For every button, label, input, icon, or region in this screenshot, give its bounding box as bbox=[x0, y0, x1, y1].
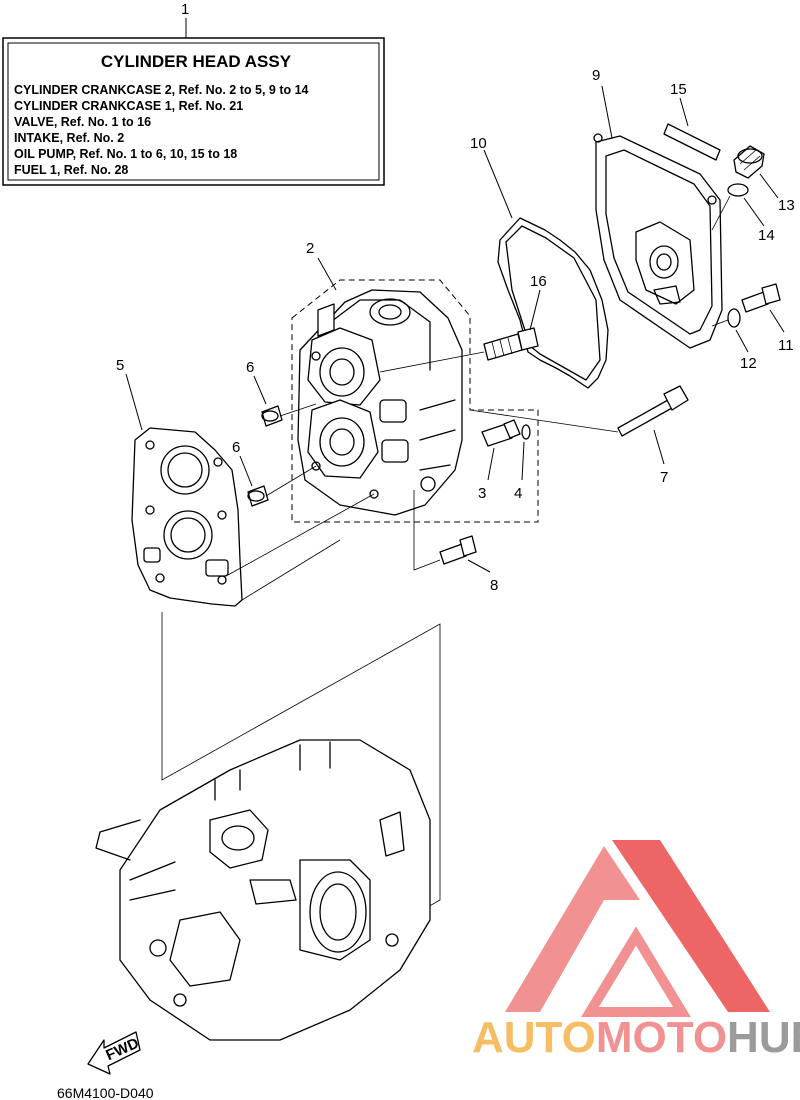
callout-16: 16 bbox=[530, 273, 547, 290]
cylinder-head-gasket bbox=[131, 427, 243, 607]
o-ring bbox=[727, 183, 749, 197]
logo-mark-right bbox=[612, 840, 770, 1012]
cover-gasket bbox=[497, 217, 609, 389]
cylinder-head bbox=[297, 289, 463, 516]
info-box-line: OIL PUMP, Ref. No. 1 to 6, 10, 15 to 18 bbox=[14, 147, 237, 161]
info-box-line: VALVE, Ref. No. 1 to 16 bbox=[14, 115, 151, 129]
label-plate bbox=[663, 123, 721, 161]
watermark-hub: HUB bbox=[727, 1013, 800, 1062]
callout-6-upper: 6 bbox=[246, 359, 254, 376]
callout-15: 15 bbox=[670, 81, 687, 98]
info-box-line: FUEL 1, Ref. No. 28 bbox=[14, 163, 128, 177]
cylinder-crankcase bbox=[95, 739, 431, 1041]
callout-9: 9 bbox=[592, 67, 600, 84]
callout-3: 3 bbox=[478, 485, 486, 502]
callout-11: 11 bbox=[778, 337, 794, 354]
info-box-line: CYLINDER CRANKCASE 2, Ref. No. 2 to 5, 9… bbox=[14, 83, 309, 97]
watermark-logo: AUTOMOTOHUB bbox=[472, 840, 800, 1062]
callout-5: 5 bbox=[116, 357, 124, 374]
callout-6-lower: 6 bbox=[232, 439, 240, 456]
logo-mark-left bbox=[505, 846, 640, 1012]
callout-12: 12 bbox=[740, 355, 757, 372]
long-bolt bbox=[617, 385, 689, 437]
washer bbox=[727, 308, 741, 328]
callout-14: 14 bbox=[758, 227, 775, 244]
plug-fitting bbox=[483, 327, 539, 361]
watermark-moto: MOTO bbox=[596, 1013, 727, 1062]
oil-filler-cap bbox=[733, 145, 765, 179]
callout-13: 13 bbox=[778, 197, 795, 214]
info-box-line: CYLINDER CRANKCASE 1, Ref. No. 21 bbox=[14, 99, 243, 113]
dowel-pin-lower bbox=[247, 485, 269, 507]
watermark-auto: AUTO bbox=[472, 1013, 596, 1062]
valve-cover bbox=[593, 133, 723, 349]
diagram-code: 66M4100-D040 bbox=[57, 1085, 154, 1100]
valve-insert bbox=[481, 419, 521, 447]
info-box-title: CYLINDER HEAD ASSY bbox=[101, 52, 292, 71]
callout-2: 2 bbox=[306, 240, 314, 257]
forward-direction-arrow: FWD bbox=[87, 1031, 142, 1075]
cover-bolt bbox=[741, 283, 781, 313]
fwd-label: FWD bbox=[103, 1035, 141, 1064]
callout-1: 1 bbox=[181, 1, 189, 18]
callout-4: 4 bbox=[514, 485, 522, 502]
info-box: CYLINDER HEAD ASSY CYLINDER CRANKCASE 2,… bbox=[2, 37, 385, 186]
callout-8: 8 bbox=[490, 577, 498, 594]
logo-mark-inner bbox=[581, 926, 691, 1017]
flange-bolt bbox=[439, 535, 477, 565]
callout-7: 7 bbox=[660, 469, 668, 486]
dowel-pin-upper bbox=[261, 405, 283, 427]
callout-10: 10 bbox=[470, 135, 487, 152]
svg-text:AUTOMOTOHUB: AUTOMOTOHUB bbox=[472, 1013, 800, 1062]
info-box-line: INTAKE, Ref. No. 2 bbox=[14, 131, 124, 145]
clip bbox=[521, 424, 531, 440]
